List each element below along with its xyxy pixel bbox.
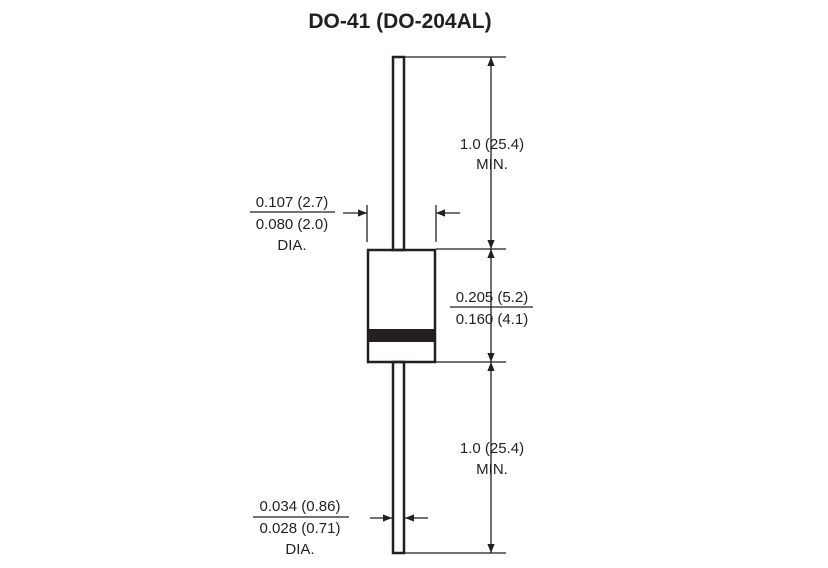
diagram-title: DO-41 (DO-204AL) [308,10,492,33]
top-lead [391,55,406,252]
body-dia-min: 0.080 (2.0) [256,216,329,233]
body-dia-max: 0.107 (2.7) [256,194,329,211]
lead-dia-min: 0.028 (0.71) [260,520,341,537]
cathode-band [368,329,435,342]
bottom-lead-length-note: MIN. [476,461,508,478]
body-dia-note: DIA. [277,237,306,254]
bottom-lead [391,360,406,555]
diode-body [366,248,437,364]
lead-dia-max: 0.034 (0.86) [260,498,341,515]
top-lead-length-note: MIN. [476,156,508,173]
body-length-max: 0.205 (5.2) [456,289,529,306]
lead-dia-note: DIA. [285,541,314,558]
top-lead-length-value: 1.0 (25.4) [460,136,524,153]
body-length-min: 0.160 (4.1) [456,311,529,328]
bottom-lead-length-value: 1.0 (25.4) [460,440,524,457]
